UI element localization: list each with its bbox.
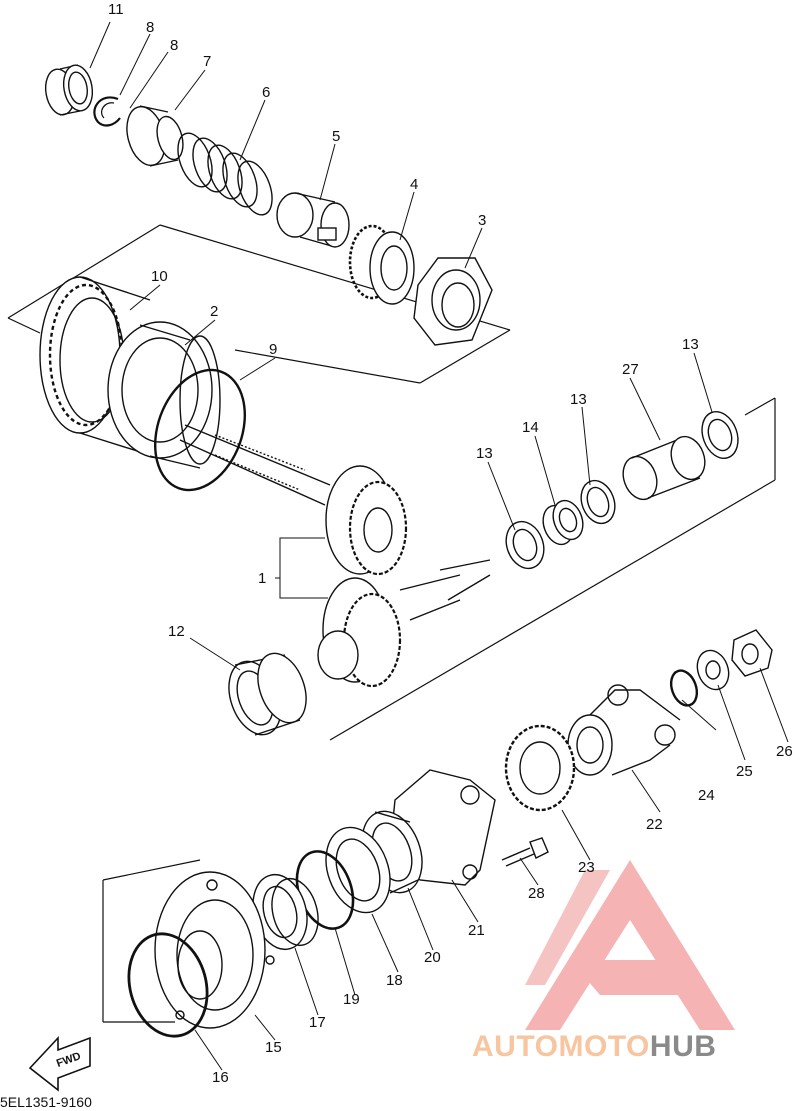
callout-13a: 13 (476, 445, 493, 462)
callout-25: 25 (736, 763, 753, 780)
callout-13b: 13 (570, 391, 587, 408)
callout-7: 7 (203, 53, 211, 70)
part-13-shim-c (701, 411, 739, 459)
part-23-gear (504, 724, 576, 812)
part-25-washer (696, 649, 730, 691)
callout-27: 27 (622, 361, 639, 378)
part-14-bushing (542, 499, 584, 546)
callout-8a: 8 (146, 19, 154, 36)
part-28-bolt (501, 837, 549, 867)
callout-1: 1 (258, 570, 266, 587)
part-16-oring (127, 932, 209, 1038)
part-13-shim-b (580, 479, 616, 525)
callout-13c: 13 (682, 336, 699, 353)
callout-10: 10 (151, 268, 168, 285)
part-26-nut (731, 629, 773, 677)
part-9-oring (153, 368, 247, 492)
part-7-collar (126, 105, 184, 167)
group-frame-lower (102, 397, 776, 1023)
callout-19: 19 (343, 991, 360, 1008)
watermark-logo (525, 860, 735, 1030)
callout-24: 24 (698, 787, 715, 804)
part-12-needle-bearing (228, 652, 307, 736)
leader-lines (89, 21, 789, 1071)
callout-26: 26 (776, 743, 793, 760)
watermark-part-a: AUTOMOTO (472, 1030, 650, 1063)
callout-23: 23 (578, 859, 595, 876)
callout-20: 20 (424, 949, 441, 966)
callout-28: 28 (528, 885, 545, 902)
callout-3: 3 (478, 212, 486, 229)
part-24-oring (669, 669, 699, 707)
part-22-yoke (567, 684, 681, 776)
part-4-gear (348, 224, 415, 305)
callout-18: 18 (386, 972, 403, 989)
part-1-shaft-upper (179, 424, 408, 576)
part-10-ring-gear (39, 276, 151, 456)
part-3-nut (413, 257, 493, 346)
part-2-bearing (107, 321, 221, 469)
part-17-bearing (252, 873, 319, 951)
part-27-collar (622, 435, 706, 501)
watermark-part-b: HUB (649, 1030, 717, 1063)
callout-11: 11 (108, 1, 124, 18)
part-1-shaft-lower (317, 559, 491, 688)
callout-12: 12 (168, 623, 185, 640)
callout-4: 4 (410, 176, 418, 193)
part-18-bearing (325, 826, 391, 914)
part-15-housing (154, 871, 275, 1029)
part-8-circlip (93, 96, 121, 127)
callout-17: 17 (309, 1014, 326, 1031)
callout-9: 9 (269, 341, 277, 358)
fwd-arrow-icon: FWD (28, 1035, 91, 1092)
callout-21: 21 (468, 922, 485, 939)
part-11-needle-bearing (44, 64, 94, 116)
callout-numbers: 11 8 8 7 6 5 4 3 10 2 9 1 12 13 14 13 27… (108, 1, 793, 1086)
callout-6: 6 (262, 84, 270, 101)
part-code: 5EL1351-9160 (0, 1094, 92, 1110)
watermark-text: AUTOMOTOHUB (472, 1030, 716, 1064)
part-13-shim-a (505, 520, 545, 570)
callout-8b: 8 (170, 37, 178, 54)
part-5-cam (276, 192, 350, 248)
callout-16: 16 (212, 1069, 229, 1086)
callout-22: 22 (646, 816, 663, 833)
callout-5: 5 (332, 128, 340, 145)
callout-2: 2 (210, 303, 218, 320)
callout-14: 14 (522, 419, 539, 436)
callout-15: 15 (265, 1039, 282, 1056)
part-6-spring (177, 132, 273, 216)
